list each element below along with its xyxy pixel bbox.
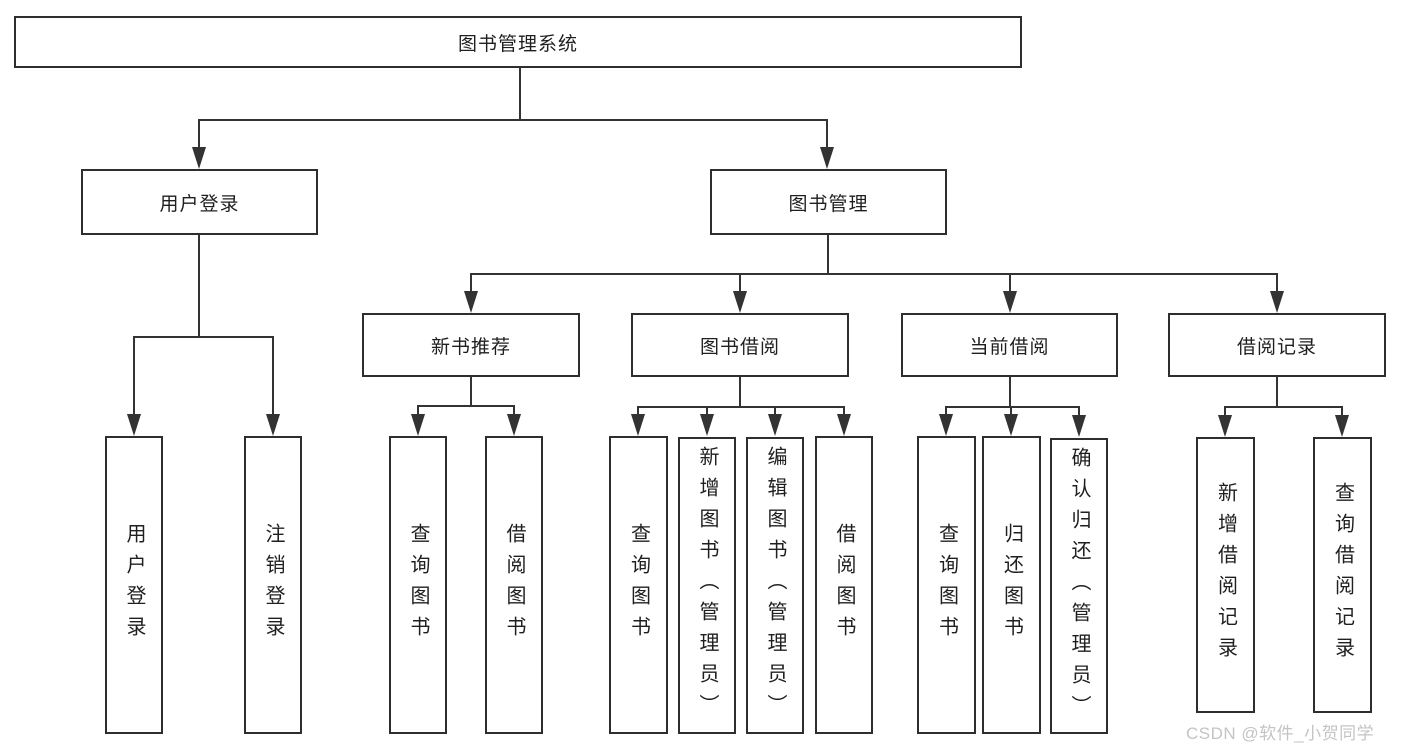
arrowhead-cb-leaf-1 — [939, 414, 953, 436]
node-current-borrowing: 当前借阅 — [901, 313, 1118, 377]
connector-to-cb-leaf-1 — [945, 406, 947, 419]
leaf-borrow-books-recommend: 借阅图书 — [485, 436, 543, 734]
node-label: 图书借阅 — [699, 336, 780, 358]
csdn-watermark: CSDN @软件_小贺同学 — [1186, 724, 1375, 743]
arrowhead-br-leaf-2 — [1335, 415, 1349, 437]
leaf-add-borrow-record: 新增借阅记录 — [1196, 437, 1255, 713]
arrowhead-user-login — [192, 147, 206, 169]
leaf-logout: 注销登录 — [244, 436, 302, 734]
node-label: 确认归还（管理员） — [1068, 446, 1090, 726]
connector-to-new-book-recommendation — [470, 273, 472, 295]
connector-user-login-split — [133, 336, 274, 338]
connector-to-borrowing-records — [1276, 273, 1278, 295]
node-book-management: 图书管理 — [710, 169, 947, 235]
connector-cb-stem — [1009, 377, 1011, 406]
node-label: 归还图书 — [1000, 523, 1023, 647]
leaf-query-books-borrowing: 查询图书 — [609, 436, 668, 734]
arrowhead-bb-leaf-3 — [768, 414, 782, 436]
arrowhead-cb-leaf-3 — [1072, 415, 1086, 437]
arrowhead-nbr-leaf-2 — [507, 414, 521, 436]
leaf-user-login: 用户登录 — [105, 436, 163, 734]
node-borrowing-records: 借阅记录 — [1168, 313, 1386, 377]
node-label: 图书管理 — [788, 193, 869, 215]
arrowhead-new-book-recommendation — [464, 291, 478, 313]
arrowhead-book-management — [820, 147, 834, 169]
connector-to-cb-leaf-2 — [1010, 406, 1012, 419]
node-label: 查询图书 — [407, 523, 429, 647]
connector-book-management-split — [470, 273, 1278, 275]
node-label: 编辑图书（管理员） — [764, 446, 786, 725]
connector-to-nbr-leaf-2 — [513, 405, 515, 419]
connector-to-leaf-logout — [272, 336, 274, 418]
node-label: 当前借阅 — [969, 336, 1050, 358]
leaf-confirm-return-admin: 确认归还（管理员） — [1050, 438, 1108, 734]
arrowhead-cb-leaf-2 — [1004, 414, 1018, 436]
node-book-borrowing: 图书借阅 — [631, 313, 849, 377]
node-library-management-system: 图书管理系统 — [14, 16, 1022, 68]
connector-to-leaf-user-login — [133, 336, 135, 418]
arrowhead-leaf-logout — [266, 414, 280, 436]
connector-br-stem — [1276, 377, 1278, 406]
node-user-login: 用户登录 — [81, 169, 318, 235]
node-new-book-recommendation: 新书推荐 — [362, 313, 580, 377]
connector-book-management-stem — [827, 235, 829, 273]
leaf-borrow-books-borrowing: 借阅图书 — [815, 436, 873, 734]
leaf-query-books-current: 查询图书 — [917, 436, 976, 734]
node-label: 查询图书 — [627, 523, 650, 647]
node-label: 新增借阅记录 — [1214, 482, 1237, 668]
arrowhead-book-borrowing — [733, 291, 747, 313]
connector-to-nbr-leaf-1 — [417, 405, 419, 419]
leaf-query-borrow-record: 查询借阅记录 — [1313, 437, 1372, 713]
connector-to-br-leaf-1 — [1224, 406, 1226, 419]
arrowhead-bb-leaf-1 — [631, 414, 645, 436]
node-label: 新书推荐 — [430, 336, 511, 358]
arrowhead-current-borrowing — [1003, 291, 1017, 313]
node-label: 借阅图书 — [833, 523, 855, 647]
leaf-return-book: 归还图书 — [982, 436, 1041, 734]
connector-to-bb-leaf-4 — [843, 406, 845, 419]
arrowhead-nbr-leaf-1 — [411, 414, 425, 436]
leaf-add-book-admin: 新增图书（管理员） — [678, 437, 736, 734]
arrowhead-bb-leaf-2 — [700, 414, 714, 436]
arrowhead-borrowing-records — [1270, 291, 1284, 313]
connector-to-bb-leaf-3 — [774, 406, 776, 419]
connector-cb-split — [945, 406, 1080, 408]
leaf-query-books-recommend: 查询图书 — [389, 436, 447, 734]
arrowhead-leaf-user-login — [127, 414, 141, 436]
connector-to-br-leaf-2 — [1341, 406, 1343, 419]
node-label: 查询图书 — [935, 523, 958, 647]
connector-to-user-login — [198, 119, 200, 151]
connector-to-cb-leaf-3 — [1078, 406, 1080, 419]
connector-root-stem — [519, 68, 521, 119]
connector-to-book-management — [826, 119, 828, 151]
node-label: 借阅记录 — [1236, 336, 1317, 358]
leaf-edit-book-admin: 编辑图书（管理员） — [746, 437, 804, 734]
node-label: 新增图书（管理员） — [696, 446, 718, 725]
node-label: 借阅图书 — [503, 523, 525, 647]
connector-nbr-stem — [470, 377, 472, 405]
node-label: 图书管理系统 — [457, 33, 578, 55]
node-label: 查询借阅记录 — [1331, 482, 1354, 668]
connector-bb-stem — [739, 377, 741, 406]
connector-bb-split — [637, 406, 845, 408]
connector-br-split — [1224, 406, 1343, 408]
connector-user-login-stem — [198, 235, 200, 336]
connector-root-split — [198, 119, 828, 121]
arrowhead-br-leaf-1 — [1218, 415, 1232, 437]
connector-to-bb-leaf-2 — [706, 406, 708, 419]
connector-to-current-borrowing — [1009, 273, 1011, 295]
connector-nbr-split — [417, 405, 515, 407]
arrowhead-bb-leaf-4 — [837, 414, 851, 436]
connector-to-book-borrowing — [739, 273, 741, 295]
node-label: 用户登录 — [159, 193, 240, 215]
connector-to-bb-leaf-1 — [637, 406, 639, 419]
node-label: 注销登录 — [262, 523, 284, 647]
node-label: 用户登录 — [123, 523, 145, 647]
